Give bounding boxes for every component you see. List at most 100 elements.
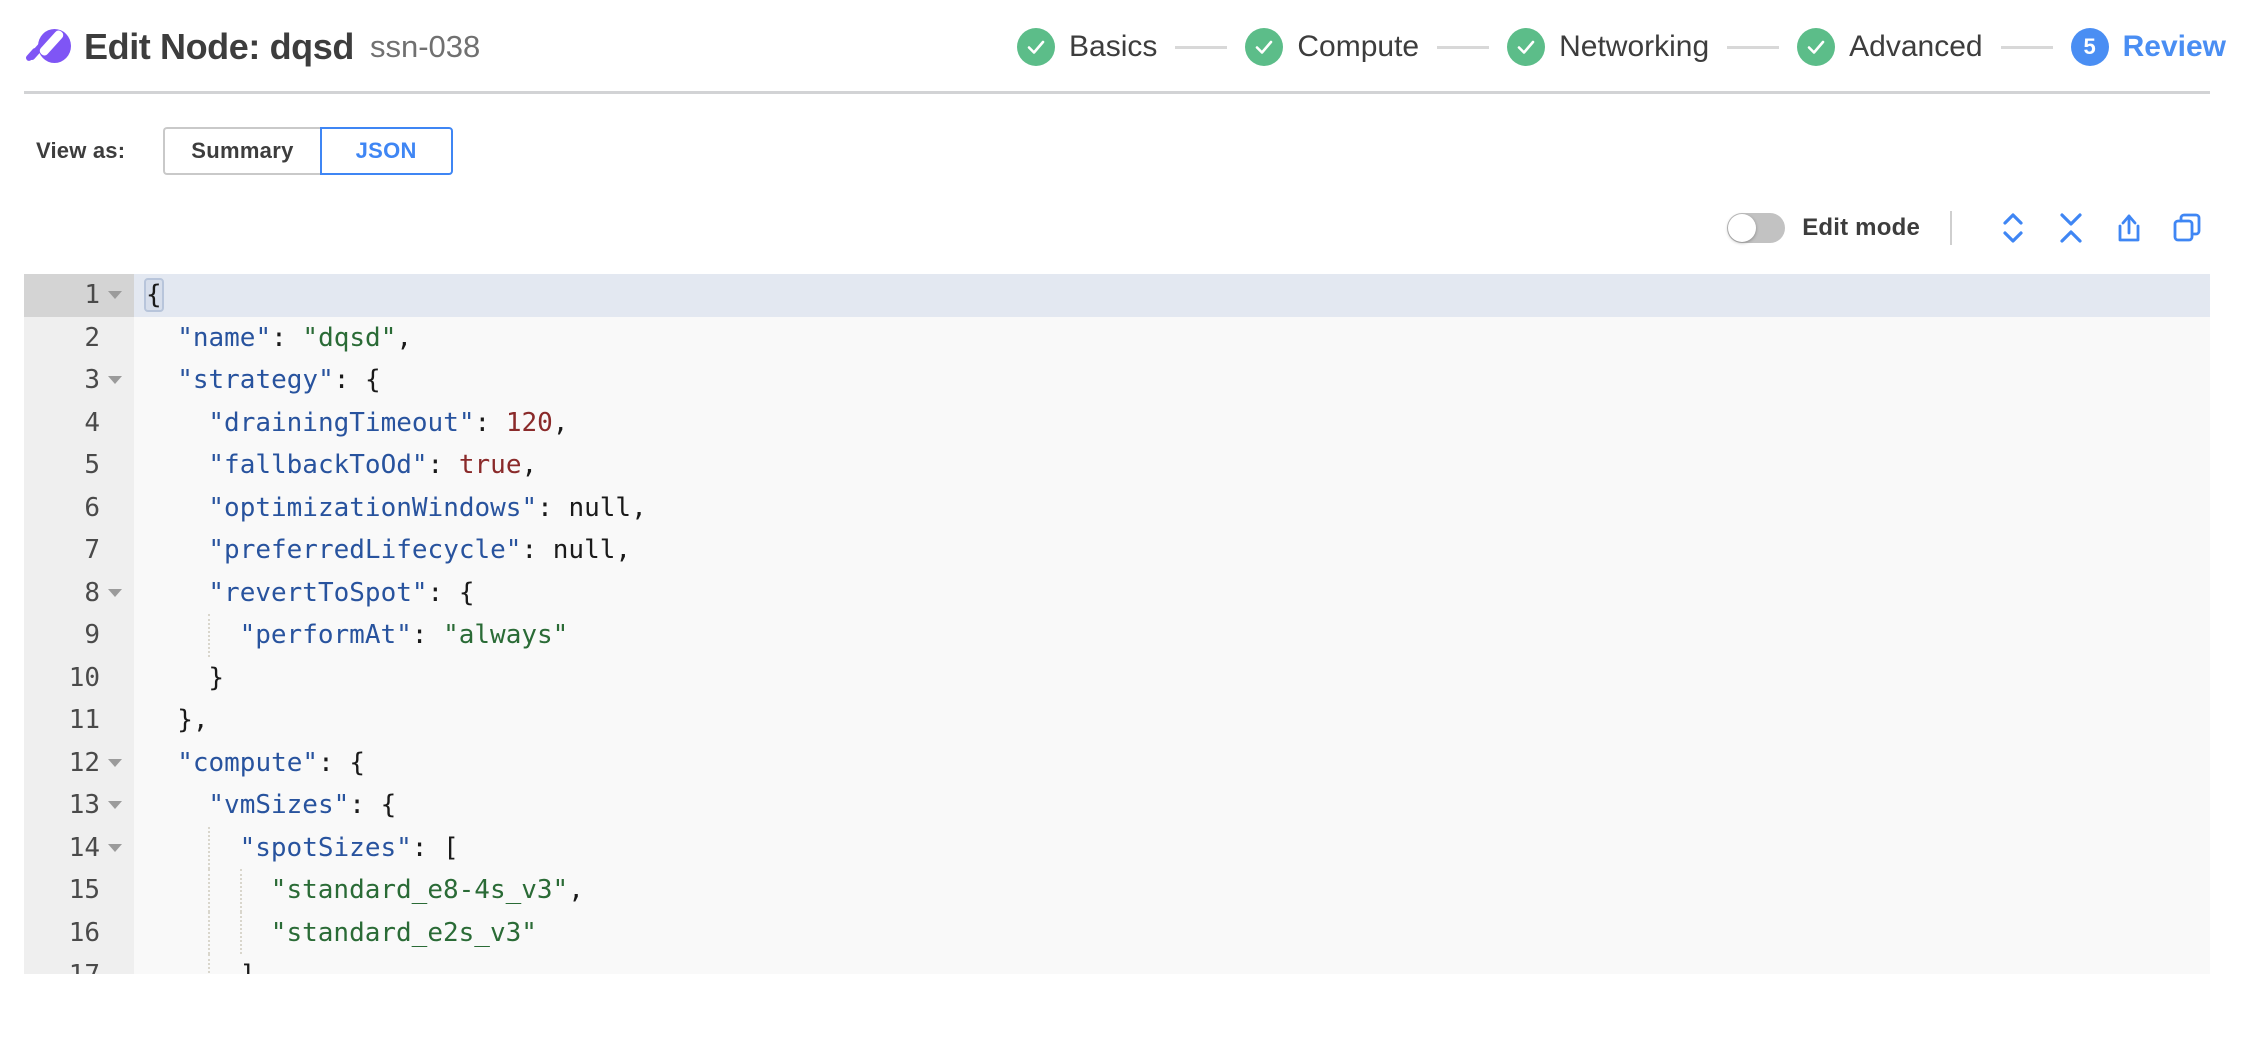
code-text: "fallbackToOd": true,	[134, 444, 2210, 487]
wizard-step-compute[interactable]: Compute	[1245, 28, 1419, 66]
fold-arrow-icon[interactable]	[104, 843, 126, 852]
code-line[interactable]: 7"preferredLifecycle": null,	[24, 529, 2210, 572]
code-line[interactable]: 1{	[24, 274, 2210, 317]
export-icon[interactable]	[2106, 205, 2152, 251]
line-number: 16	[68, 917, 100, 948]
line-number-gutter: 9	[24, 614, 134, 657]
token-bool: true	[458, 450, 522, 480]
token-punct: ,	[568, 875, 584, 905]
code-tokens: "preferredLifecycle": null,	[146, 529, 631, 572]
check-icon	[1797, 28, 1836, 66]
indent-guide	[208, 614, 211, 657]
wizard-step-label: Basics	[1069, 30, 1158, 63]
wizard-step-label: Networking	[1559, 30, 1710, 63]
token-punct: :	[271, 322, 303, 353]
token-key: "revertToSpot"	[208, 577, 428, 608]
code-line[interactable]: 14"spotSizes": [	[24, 826, 2210, 869]
token-key: "optimizationWindows"	[208, 492, 538, 523]
token-punct: : [	[411, 832, 459, 863]
fold-arrow-icon[interactable]	[104, 588, 126, 597]
token-key: "vmSizes"	[208, 790, 350, 820]
line-number: 1	[84, 280, 100, 310]
code-tokens: "standard_e2s_v3"	[146, 912, 537, 955]
edit-mode-toggle[interactable]	[1727, 213, 1786, 243]
line-number-gutter: 16	[24, 911, 134, 954]
line-number-gutter: 6	[24, 486, 134, 529]
code-line[interactable]: 4 "drainingTimeout": 120,	[24, 401, 2210, 445]
edit-mode-label: Edit mode	[1802, 214, 1920, 241]
code-line[interactable]: 17],	[24, 954, 2210, 974]
code-tokens: "vmSizes": {	[146, 784, 396, 827]
code-text: "optimizationWindows": null,	[134, 487, 2210, 530]
token-str: "standard_e8-4s_v3"	[270, 875, 569, 905]
token-punct: : {	[427, 577, 475, 608]
fold-arrow-icon[interactable]	[104, 376, 126, 385]
code-line[interactable]: 5"fallbackToOd": true,	[24, 444, 2210, 487]
line-number: 12	[68, 747, 100, 778]
wizard-step-basics[interactable]: Basics	[1017, 28, 1157, 66]
token-null: null	[568, 492, 632, 523]
token-key: "fallbackToOd"	[208, 450, 428, 480]
fold-arrow-icon[interactable]	[104, 758, 126, 767]
line-number-gutter: 8	[24, 571, 134, 614]
token-key: "strategy"	[177, 365, 334, 395]
token-key: "drainingTimeout"	[208, 407, 475, 438]
code-line[interactable]: 16 "standard_e2s_v3"	[24, 911, 2210, 955]
token-punct: ,	[396, 322, 412, 353]
wizard-connector	[2000, 45, 2053, 49]
code-text: }	[134, 657, 2210, 700]
indent-guide	[239, 869, 242, 912]
code-line[interactable]: 6"optimizationWindows": null,	[24, 486, 2210, 530]
code-tokens: "strategy": {	[146, 359, 381, 402]
token-punct: ,	[615, 535, 632, 565]
code-line[interactable]: 13"vmSizes": {	[24, 784, 2210, 827]
code-line[interactable]: 10}	[24, 656, 2210, 700]
spot-ocean-logo	[24, 22, 71, 72]
view-as-json-button[interactable]: JSON	[319, 127, 453, 175]
expand-all-icon[interactable]	[1990, 205, 2036, 251]
wizard-step-networking[interactable]: Networking	[1507, 28, 1709, 66]
line-number: 15	[68, 875, 100, 905]
token-punct: ,	[631, 492, 647, 523]
code-tokens: }	[146, 657, 224, 700]
collapse-all-icon[interactable]	[2048, 205, 2094, 251]
code-tokens: "fallbackToOd": true,	[146, 444, 537, 487]
token-punct: : {	[333, 365, 381, 395]
line-number: 14	[68, 832, 100, 863]
wizard-connector	[1175, 45, 1228, 49]
indent-guide	[208, 826, 211, 869]
token-punct: :	[537, 492, 569, 523]
line-number: 4	[84, 407, 100, 438]
token-punct: }	[208, 662, 225, 693]
code-line[interactable]: 3"strategy": {	[24, 359, 2210, 402]
fold-arrow-icon[interactable]	[104, 801, 126, 810]
code-line[interactable]: 8 "revertToSpot": {	[24, 571, 2210, 614]
line-number: 10	[68, 662, 100, 693]
code-line[interactable]: 15 "standard_e8-4s_v3",	[24, 869, 2210, 912]
token-punct: : {	[349, 790, 397, 820]
line-number-gutter: 14	[24, 826, 134, 869]
code-line[interactable]: 11},	[24, 699, 2210, 742]
token-punct: : {	[318, 747, 366, 778]
editor-toolbar: Edit mode	[0, 196, 2250, 260]
code-tokens: "drainingTimeout": 120,	[146, 402, 568, 445]
view-as-segmented-control[interactable]: Summary JSON	[163, 127, 453, 175]
code-text: "vmSizes": {	[134, 784, 2210, 827]
json-editor[interactable]: 1{2"name": "dqsd",3"strategy": {4"draini…	[24, 274, 2210, 974]
copy-icon[interactable]	[2164, 205, 2210, 251]
view-as-summary-button[interactable]: Summary	[163, 127, 320, 175]
fold-arrow-icon[interactable]	[104, 291, 126, 300]
wizard-step-advanced[interactable]: Advanced	[1797, 28, 1983, 66]
code-line[interactable]: 12"compute": {	[24, 741, 2210, 784]
page-subtitle: ssn-038	[369, 29, 481, 64]
code-line[interactable]: 9"performAt": "always"	[24, 614, 2210, 657]
code-tokens: {	[144, 274, 164, 317]
edit-mode-toggle-knob	[1728, 214, 1757, 242]
line-number-gutter: 17	[24, 954, 134, 974]
code-text: {	[134, 274, 2210, 317]
code-text: "standard_e8-4s_v3",	[134, 869, 2210, 912]
indent-guide	[208, 869, 211, 912]
code-line[interactable]: 2"name": "dqsd",	[24, 316, 2210, 359]
